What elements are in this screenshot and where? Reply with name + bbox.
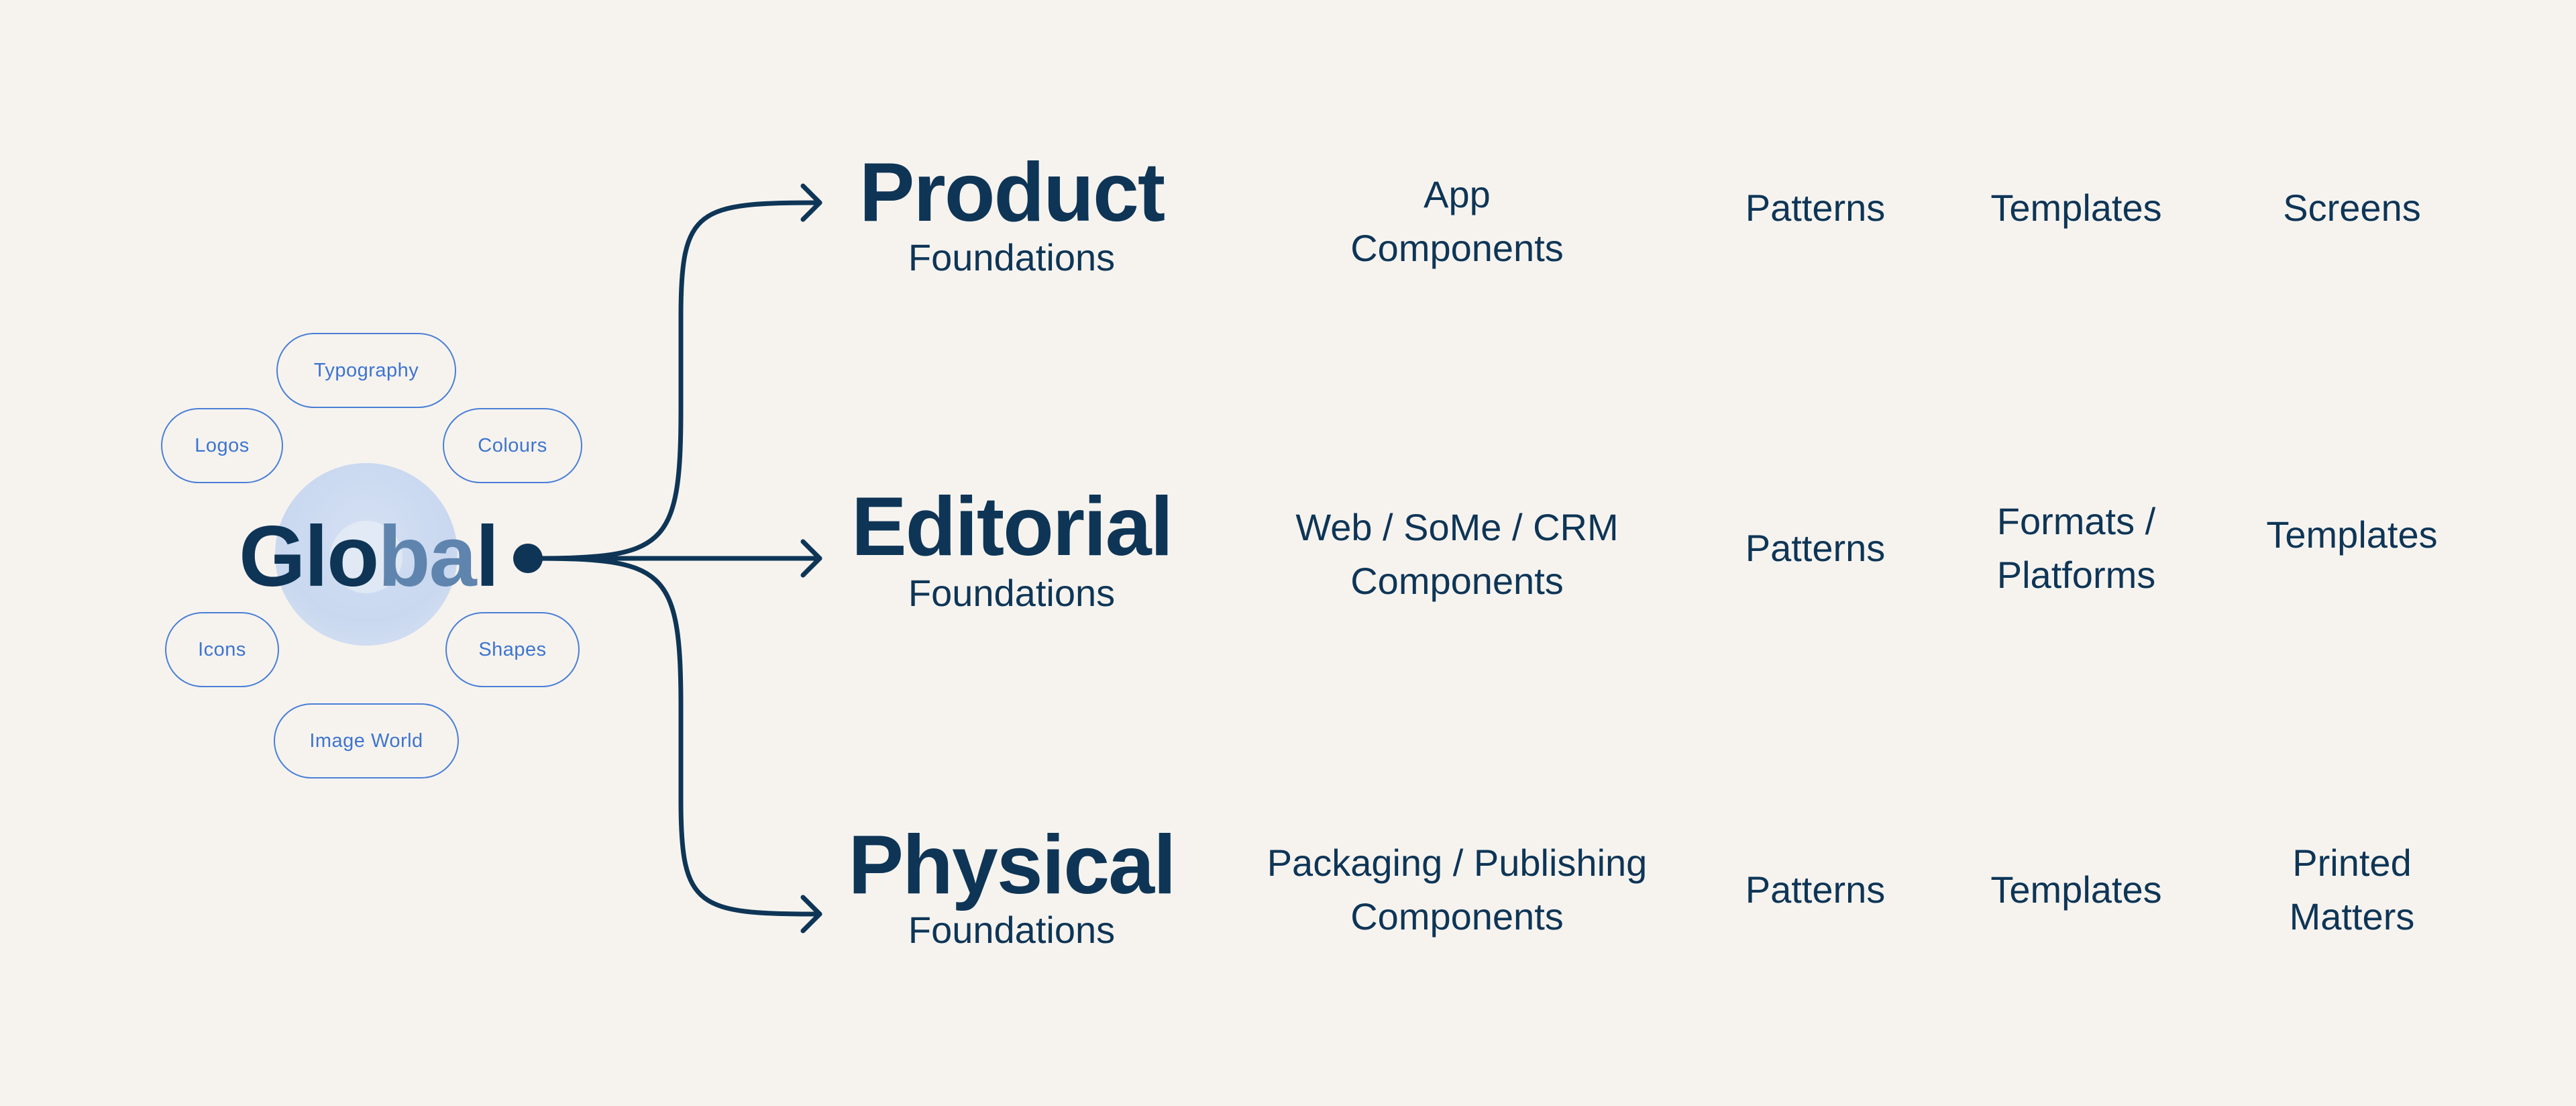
product-templates: Templates bbox=[1990, 187, 2162, 229]
editorial-components: Web / SoMe / CRM Components bbox=[1256, 501, 1658, 608]
physical-components-line-2: Components bbox=[1350, 895, 1564, 938]
category-title-physical: Physical bbox=[848, 819, 1176, 911]
category-subtitle-product: Foundations bbox=[908, 236, 1116, 279]
pill-typography: Typography bbox=[276, 333, 456, 408]
product-components-line-1: App bbox=[1424, 173, 1491, 215]
editorial-patterns: Patterns bbox=[1745, 527, 1886, 569]
connector-product bbox=[525, 200, 822, 561]
physical-patterns: Patterns bbox=[1745, 868, 1886, 911]
physical-components: Packaging / Publishing Components bbox=[1256, 836, 1658, 944]
physical-components-line-1: Packaging / Publishing bbox=[1267, 842, 1648, 884]
editorial-formats-platforms: Formats / Platforms bbox=[1996, 500, 2156, 596]
physical-printed-matters: Printed Matters bbox=[2289, 842, 2415, 938]
arrowhead-physical bbox=[800, 895, 822, 934]
product-components: App Components bbox=[1256, 168, 1658, 275]
product-components-line-2: Components bbox=[1350, 227, 1564, 269]
product-screens: Screens bbox=[2283, 187, 2421, 229]
product-patterns: Patterns bbox=[1745, 187, 1886, 229]
pill-shapes: Shapes bbox=[445, 612, 580, 687]
category-title-editorial: Editorial bbox=[851, 481, 1173, 573]
global-logo-mark bbox=[275, 463, 458, 646]
category-title-product: Product bbox=[859, 146, 1165, 239]
editorial-components-line-1: Web / SoMe / CRM bbox=[1295, 506, 1619, 548]
pill-icons: Icons bbox=[165, 612, 279, 687]
origin-dot bbox=[513, 544, 543, 573]
pill-image-world: Image World bbox=[274, 703, 459, 778]
pill-colours: Colours bbox=[443, 408, 582, 483]
category-subtitle-editorial: Foundations bbox=[908, 572, 1116, 614]
connector-physical bbox=[525, 556, 822, 917]
editorial-templates: Templates bbox=[2266, 513, 2438, 556]
pill-logos: Logos bbox=[161, 408, 283, 483]
physical-templates: Templates bbox=[1990, 868, 2162, 911]
arrowhead-product bbox=[800, 183, 822, 222]
category-subtitle-physical: Foundations bbox=[908, 909, 1116, 951]
arrowhead-editorial bbox=[800, 539, 822, 578]
global-title: Global bbox=[239, 509, 499, 605]
editorial-components-line-2: Components bbox=[1350, 560, 1564, 602]
